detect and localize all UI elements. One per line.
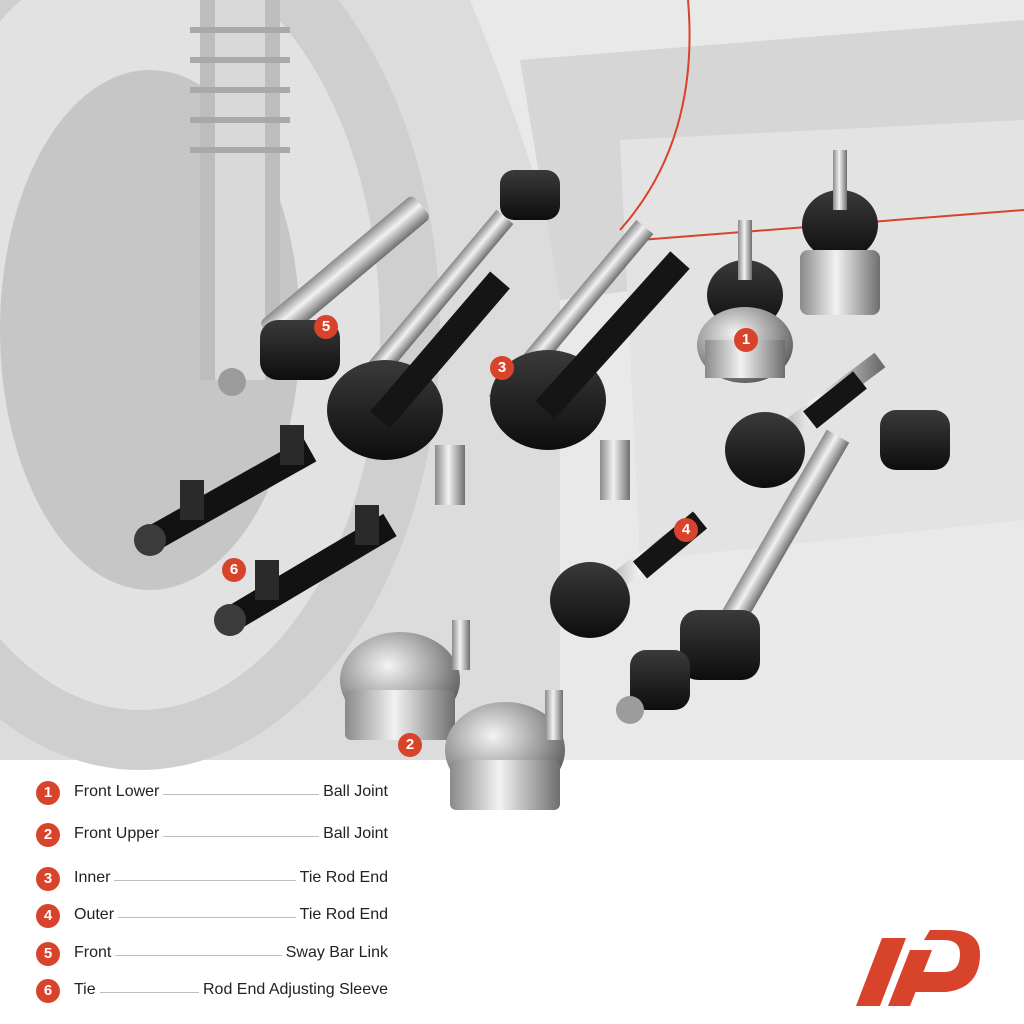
leader-line xyxy=(74,794,384,795)
callout-badge-5: 5 xyxy=(314,315,338,339)
leader-line xyxy=(74,917,384,918)
callout-badge-3: 3 xyxy=(490,356,514,380)
legend-position: Outer xyxy=(74,906,119,924)
legend-row: 5 Front Sway Bar Link xyxy=(36,941,396,969)
legend-row: 1 Front Lower Ball Joint xyxy=(36,780,396,808)
legend-part-name: Tie Rod End xyxy=(295,906,388,924)
legend-position: Tie xyxy=(74,981,100,999)
legend-number: 4 xyxy=(36,904,60,928)
legend-row: 6 Tie Rod End Adjusting Sleeve xyxy=(36,978,396,1006)
legend-part-name: Ball Joint xyxy=(319,783,388,801)
callout-badge-6: 6 xyxy=(222,558,246,582)
callout-badge-1: 1 xyxy=(734,328,758,352)
legend-row: 3 Inner Tie Rod End xyxy=(36,866,396,894)
legend-row: 2 Front Upper Ball Joint xyxy=(36,822,396,850)
legend-number: 5 xyxy=(36,942,60,966)
leader-line xyxy=(74,836,384,837)
legend-part-name: Ball Joint xyxy=(319,825,388,843)
legend-number: 3 xyxy=(36,867,60,891)
leader-line xyxy=(74,880,384,881)
legend-row: 4 Outer Tie Rod End xyxy=(36,903,396,931)
legend-number: 1 xyxy=(36,781,60,805)
a-premium-logo-icon xyxy=(856,930,980,1006)
legend-number: 2 xyxy=(36,823,60,847)
legend-number: 6 xyxy=(36,979,60,1003)
legend-position: Front Lower xyxy=(74,783,164,801)
legend-part-name: Rod End Adjusting Sleeve xyxy=(198,981,388,999)
callout-badge-4: 4 xyxy=(674,518,698,542)
leader-line xyxy=(74,955,384,956)
legend-position: Front Upper xyxy=(74,825,164,843)
legend-part-name: Sway Bar Link xyxy=(281,944,388,962)
legend-position: Inner xyxy=(74,869,115,887)
callout-badge-2: 2 xyxy=(398,733,422,757)
legend-part-name: Tie Rod End xyxy=(295,869,388,887)
legend-position: Front xyxy=(74,944,116,962)
